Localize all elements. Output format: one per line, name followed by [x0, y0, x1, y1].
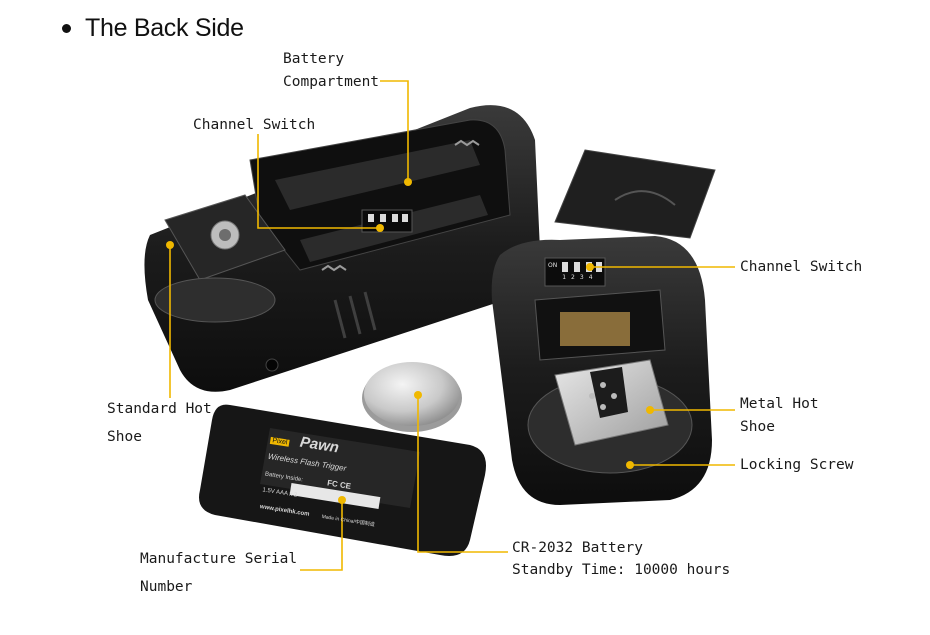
switch-label-1: 1 [562, 274, 567, 281]
callout-manufacture-serial-line1: Manufacture Serial [140, 551, 298, 567]
battery-inside: Battery Inside: [264, 471, 304, 484]
title-bullet-icon [62, 24, 71, 33]
page-title: The Back Side [62, 14, 244, 43]
switch-label-on: ON [548, 262, 558, 269]
title-text: The Back Side [85, 14, 244, 42]
left-trigger-device [144, 105, 540, 392]
switch-label-4: 4 [588, 274, 593, 281]
callout-anchor-dots [166, 178, 654, 504]
callout-battery-compartment-line1: Battery [283, 51, 345, 67]
switch-labels: ON 1 2 3 4 [548, 262, 593, 281]
battery-spec: 1.5V AAA x 2 [261, 487, 298, 500]
door-label-text: Pixel Pawn Wireless Flash Trigger Batter… [259, 430, 387, 531]
callout-standard-hot-shoe-line2: Shoe [107, 429, 142, 445]
switch-label-2: 2 [571, 274, 575, 281]
callout-locking-screw: Locking Screw [740, 457, 854, 473]
callout-cr2032-line1: CR-2032 Battery [512, 540, 643, 556]
callout-metal-hot-shoe-line1: Metal Hot [740, 396, 819, 412]
cr2032-coin-battery [362, 362, 462, 432]
switch-label-3: 3 [579, 274, 584, 281]
callout-channel-switch-right: Channel Switch [740, 259, 863, 275]
certification-marks: FC CE [326, 477, 352, 491]
right-trigger-device [491, 149, 716, 505]
callout-leader-lines [169, 80, 735, 571]
callout-cr2032-line2: Standby Time: 10000 hours [512, 562, 731, 578]
callout-battery-compartment-line2: Compartment [283, 74, 380, 90]
callout-channel-switch-left: Channel Switch [193, 117, 316, 133]
callout-metal-hot-shoe-line2: Shoe [740, 419, 775, 435]
logo-pixel: Pixel [269, 436, 290, 447]
callout-manufacture-serial-line2: Number [140, 579, 193, 595]
callout-standard-hot-shoe-line1: Standard Hot [107, 401, 212, 417]
